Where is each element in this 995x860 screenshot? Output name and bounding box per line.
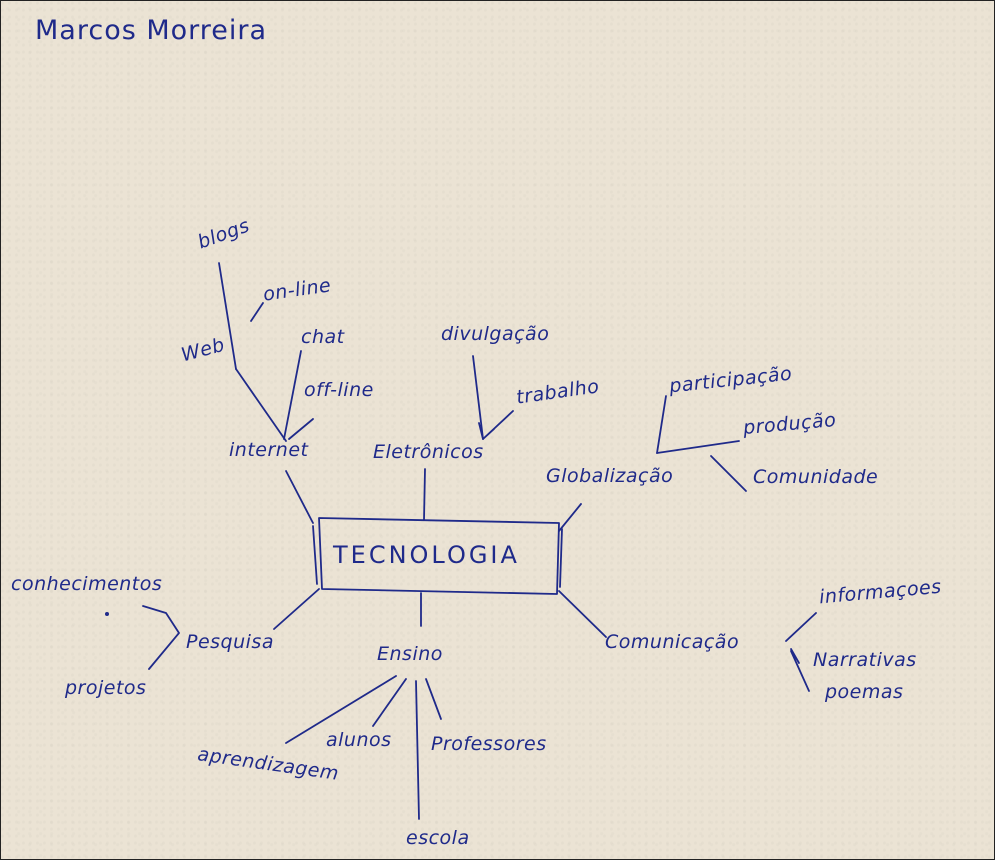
link-center-globalizacao: [558, 503, 582, 532]
link-center-eletronicos: [423, 468, 426, 521]
link-internet-offline: [288, 418, 314, 440]
center-box-inner: [312, 525, 563, 588]
node-internet: internet: [229, 439, 309, 461]
node-divulgacao: divulgação: [441, 323, 550, 345]
link-ensino-professores: [425, 678, 442, 720]
link-ensino-alunos: [372, 678, 407, 727]
link-eletronicos-divulgacao: [472, 355, 484, 440]
node-eletronicos: Eletrônicos: [373, 441, 484, 463]
link-internet-chat: [283, 350, 302, 440]
node-escola: escola: [406, 827, 470, 849]
link-web-online: [250, 302, 264, 322]
link-web-blogs: [218, 262, 237, 370]
link-ensino-aprendizagem: [285, 675, 397, 744]
node-pesquisa: Pesquisa: [186, 631, 274, 653]
link-globalizacao-participacao: [656, 395, 667, 454]
link-pesquisa-bracket: [142, 605, 180, 670]
link-comunicacao-narrativas: [790, 648, 810, 692]
author-name: Marcos Morreira: [35, 15, 268, 46]
central-topic: TECNOLOGIA: [333, 541, 520, 569]
node-narrativas: Narrativas: [813, 649, 917, 671]
node-conhecimentos: conhecimentos: [11, 573, 163, 595]
link-internet-web: [235, 368, 287, 442]
node-off-line: off-line: [304, 379, 374, 401]
link-comunicacao-informacoes: [785, 612, 817, 642]
link-center-pesquisa: [273, 588, 320, 630]
link-ensino-escola: [415, 680, 420, 820]
node-comunicacao: Comunicação: [605, 631, 740, 653]
node-ensino: Ensino: [377, 643, 443, 665]
ink-dot: [105, 612, 109, 616]
node-projetos: projetos: [65, 677, 147, 699]
node-alunos: alunos: [326, 729, 392, 751]
link-globalizacao-producao: [656, 440, 740, 454]
node-poemas: poemas: [825, 681, 904, 703]
center-box: [318, 517, 560, 595]
node-professores: Professores: [431, 733, 547, 755]
node-chat: chat: [301, 326, 345, 348]
link-eletronicos-trabalho: [478, 410, 514, 440]
node-comunidade: Comunidade: [753, 466, 879, 488]
link-center-internet: [285, 470, 314, 524]
link-center-comunicacao: [558, 590, 607, 638]
link-globalizacao-comunidade: [710, 455, 747, 492]
node-globalizacao: Globalização: [546, 465, 674, 487]
